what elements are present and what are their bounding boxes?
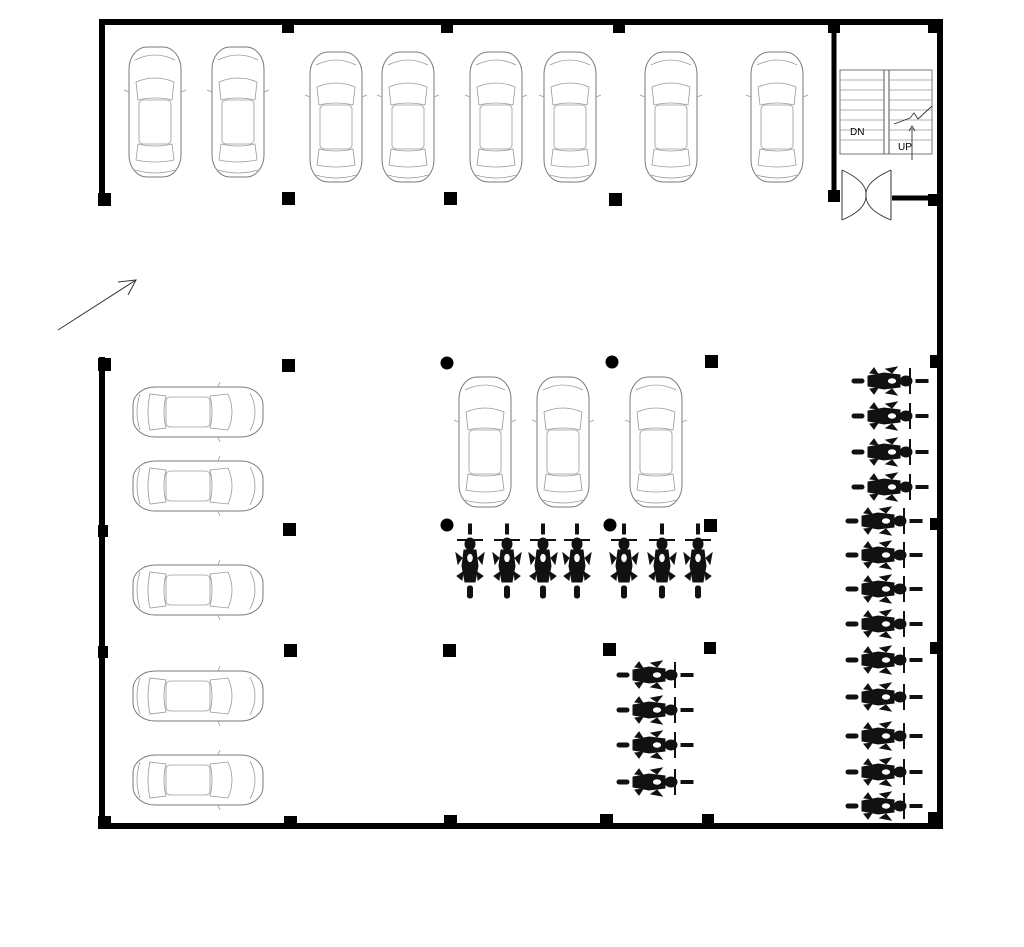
center-motorcycles: [455, 523, 713, 599]
parked-motorcycle: [845, 506, 923, 536]
exterior-walls: [99, 19, 943, 829]
parked-car: [639, 51, 703, 183]
parked-car: [745, 51, 809, 183]
parked-motorcycle: [609, 523, 639, 599]
parked-motorcycle: [851, 366, 929, 396]
parked-car: [206, 46, 270, 178]
parked-car: [304, 51, 368, 183]
staircase: DN UP: [839, 69, 933, 160]
parked-car: [453, 376, 517, 508]
parked-motorcycle: [562, 523, 592, 599]
parked-car: [624, 376, 688, 508]
parked-motorcycle: [845, 609, 923, 639]
parked-car: [132, 559, 264, 621]
parked-car: [464, 51, 528, 183]
parked-car: [132, 455, 264, 517]
parked-car: [376, 51, 440, 183]
parked-motorcycle: [845, 645, 923, 675]
parked-car: [132, 381, 264, 443]
parked-car: [132, 665, 264, 727]
parked-motorcycle: [683, 523, 713, 599]
parked-motorcycle: [845, 574, 923, 604]
parked-motorcycle: [851, 472, 929, 502]
center-cars: [453, 376, 688, 508]
entry-arrow: [57, 279, 137, 331]
parked-motorcycle: [845, 540, 923, 570]
parked-motorcycle: [616, 660, 694, 690]
parked-motorcycle: [845, 682, 923, 712]
parked-car: [123, 46, 187, 178]
parked-motorcycle: [616, 730, 694, 760]
parked-motorcycle: [616, 695, 694, 725]
parked-motorcycle: [845, 757, 923, 787]
left-column-cars: [132, 381, 264, 811]
parked-car: [531, 376, 595, 508]
parked-motorcycle: [647, 523, 677, 599]
parked-motorcycle: [492, 523, 522, 599]
structural-columns: [98, 23, 941, 829]
right-column-motorcycles: [845, 366, 929, 821]
parked-motorcycle: [845, 721, 923, 751]
top-row-cars: [123, 46, 809, 183]
double-door: [840, 168, 892, 222]
parked-motorcycle: [851, 437, 929, 467]
stair-up-label: UP: [898, 142, 912, 153]
parked-motorcycle: [616, 767, 694, 797]
lower-middle-motorcycles: [616, 660, 694, 797]
parked-car: [538, 51, 602, 183]
parked-motorcycle: [845, 791, 923, 821]
parked-motorcycle: [851, 401, 929, 431]
stair-down-label: DN: [850, 127, 864, 138]
parked-motorcycle: [528, 523, 558, 599]
parked-motorcycle: [455, 523, 485, 599]
parked-car: [132, 749, 264, 811]
